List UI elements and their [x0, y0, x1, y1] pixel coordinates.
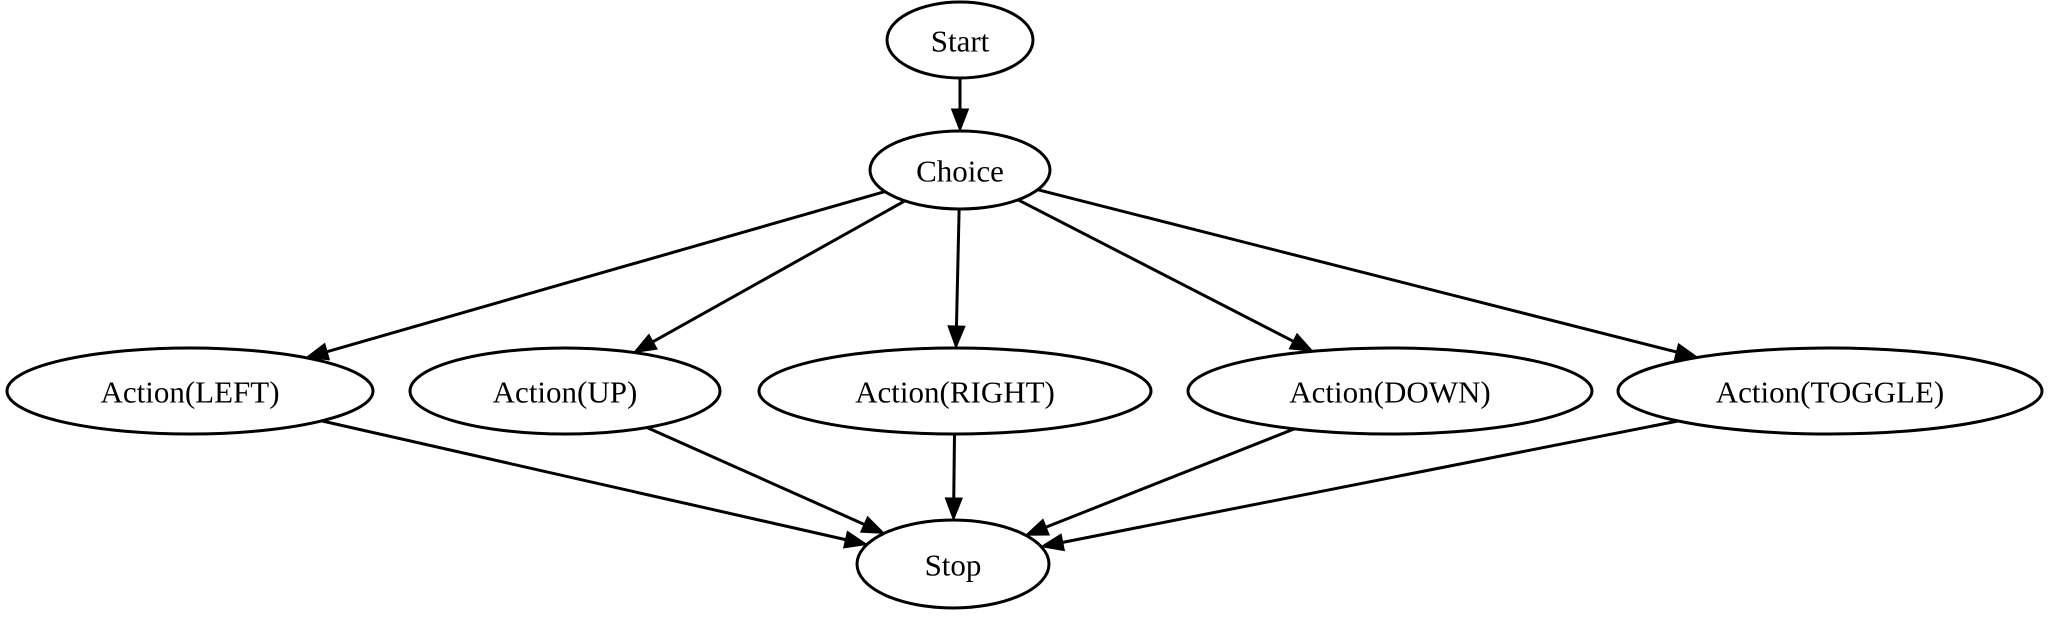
- edge-line: [652, 199, 906, 344]
- edges-layer: [304, 78, 1700, 552]
- node-ellipse-shape[interactable]: [408, 346, 722, 436]
- edge-line: [952, 433, 956, 499]
- graph-edge-up-to-stop: [646, 426, 886, 534]
- graph-edge-down-to-stop: [1024, 427, 1295, 536]
- edge-line: [326, 190, 886, 354]
- node-label: Action(TOGGLE): [1716, 375, 1944, 410]
- arrowhead-icon: [1039, 533, 1066, 552]
- arrowhead-icon: [950, 108, 970, 133]
- graph-edge-toggle-to-stop: [1039, 419, 1679, 552]
- arrowhead-icon: [632, 333, 659, 354]
- arrowhead-icon: [947, 325, 966, 350]
- edge-line: [1062, 419, 1679, 544]
- node-label: Stop: [925, 548, 982, 583]
- graph-node-right[interactable]: Action(RIGHT): [757, 346, 1153, 436]
- graph-edge-left-to-stop: [321, 419, 869, 549]
- graph-node-up[interactable]: Action(UP): [408, 346, 722, 436]
- graph-node-down[interactable]: Action(DOWN): [1186, 346, 1594, 436]
- node-label: Action(UP): [493, 375, 638, 410]
- graph-edge-choice-to-up: [632, 199, 906, 354]
- graph-edge-choice-to-down: [1017, 198, 1314, 352]
- arrowhead-icon: [859, 515, 886, 534]
- graph-node-stop[interactable]: Stop: [855, 518, 1051, 610]
- edge-line: [1037, 188, 1677, 354]
- arrowhead-icon: [1024, 518, 1050, 536]
- arrowhead-icon: [842, 530, 869, 549]
- node-label: Start: [931, 24, 990, 59]
- graph-node-left[interactable]: Action(LEFT): [5, 346, 375, 436]
- arrowhead-icon: [944, 497, 963, 522]
- edge-line: [321, 419, 846, 542]
- graph-edge-right-to-stop: [944, 433, 963, 522]
- node-ellipse-shape[interactable]: [1186, 346, 1594, 436]
- node-ellipse-shape[interactable]: [5, 346, 375, 436]
- graph-edge-choice-to-right: [947, 208, 966, 350]
- graph-node-toggle[interactable]: Action(TOGGLE): [1616, 346, 2044, 436]
- node-label: Action(LEFT): [100, 375, 279, 410]
- node-ellipse-shape[interactable]: [885, 0, 1035, 80]
- node-ellipse-shape[interactable]: [1616, 346, 2044, 436]
- edge-line: [1017, 198, 1294, 343]
- arrowhead-icon: [1288, 332, 1314, 352]
- node-ellipse-shape[interactable]: [868, 129, 1052, 211]
- graph-node-choice[interactable]: Choice: [868, 129, 1052, 211]
- node-ellipse-shape[interactable]: [757, 346, 1153, 436]
- graph-node-start[interactable]: Start: [885, 0, 1035, 80]
- graph-edge-choice-to-toggle: [1037, 188, 1700, 361]
- node-label: Choice: [916, 154, 1004, 189]
- node-label: Action(RIGHT): [855, 375, 1055, 410]
- edge-line: [1045, 427, 1295, 529]
- edge-line: [954, 208, 961, 327]
- graph-edge-start-to-choice: [950, 78, 970, 133]
- node-ellipse-shape[interactable]: [855, 518, 1051, 610]
- node-label: Action(DOWN): [1289, 375, 1490, 410]
- edge-line: [646, 426, 865, 526]
